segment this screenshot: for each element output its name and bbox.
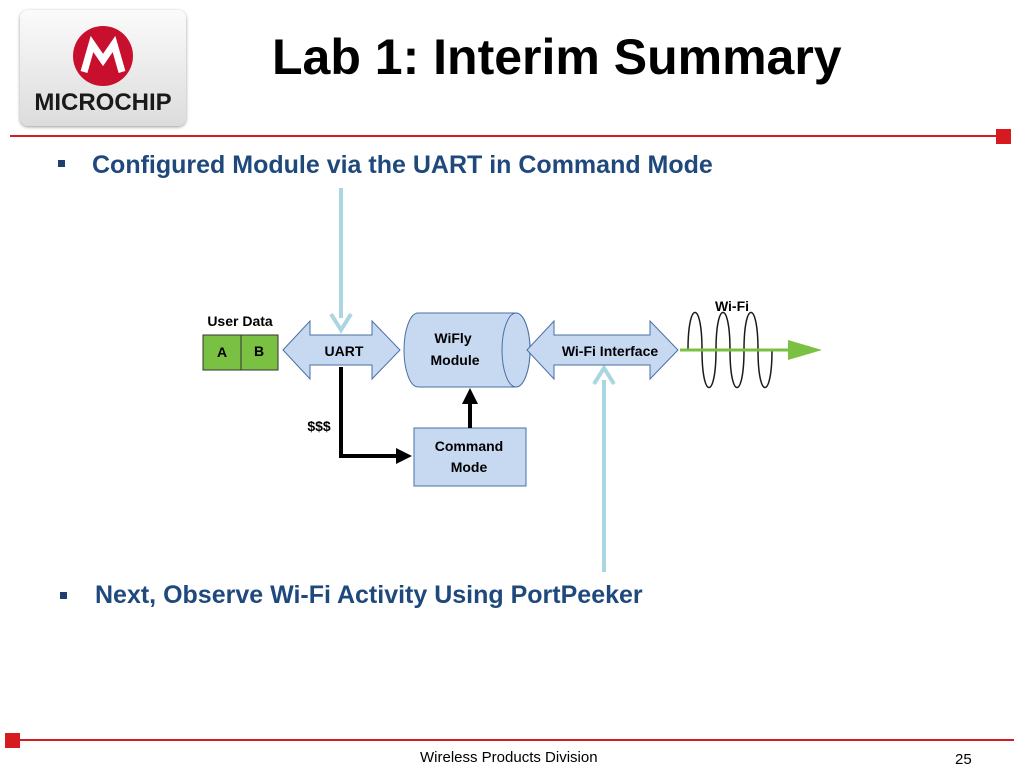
command-mode-line1: Command [435,438,503,454]
uart-arrow [282,319,401,381]
page-number: 25 [955,751,972,768]
data-cell-b [240,334,279,371]
wifi-arrowhead-icon [788,340,822,360]
uart-label: UART [325,343,364,359]
pointer-arrow-uart [329,188,353,334]
microchip-logo-icon: MICROCHIP [34,26,172,116]
dollar-sign-label: $$$ [307,418,331,434]
wifi-label: Wi-Fi [715,298,749,314]
command-to-wifly-arrowhead [462,388,478,404]
command-mode-line2: Mode [451,459,488,475]
footer-division: Wireless Products Division [420,749,598,766]
logo-text: MICROCHIP [34,89,171,116]
wifly-label-line1: WiFly [434,330,471,346]
wifly-module [403,312,531,388]
pointer-arrow-wifi-interface [592,364,616,572]
data-cell-b-label: B [254,343,264,359]
data-cell-a-label: A [217,344,227,360]
command-path-arrowhead [396,448,412,464]
footer-square [5,733,20,748]
wifi-interface-arrow [526,319,679,381]
header-square [996,129,1011,144]
command-path-line [339,367,400,458]
wifi-interface-label: Wi-Fi Interface [562,343,659,359]
bullet-marker [58,160,65,167]
bullet-1: Configured Module via the UART in Comman… [92,151,713,179]
command-mode-box [413,427,527,487]
data-cell-a [202,334,242,371]
wifly-label-line2: Module [431,352,480,368]
bullet-2: Next, Observe Wi-Fi Activity Using PortP… [95,581,643,609]
user-data-label: User Data [207,313,273,329]
bullet-marker [60,592,67,599]
microchip-logo: MICROCHIP [20,10,186,126]
slide-title: Lab 1: Interim Summary [272,29,842,85]
